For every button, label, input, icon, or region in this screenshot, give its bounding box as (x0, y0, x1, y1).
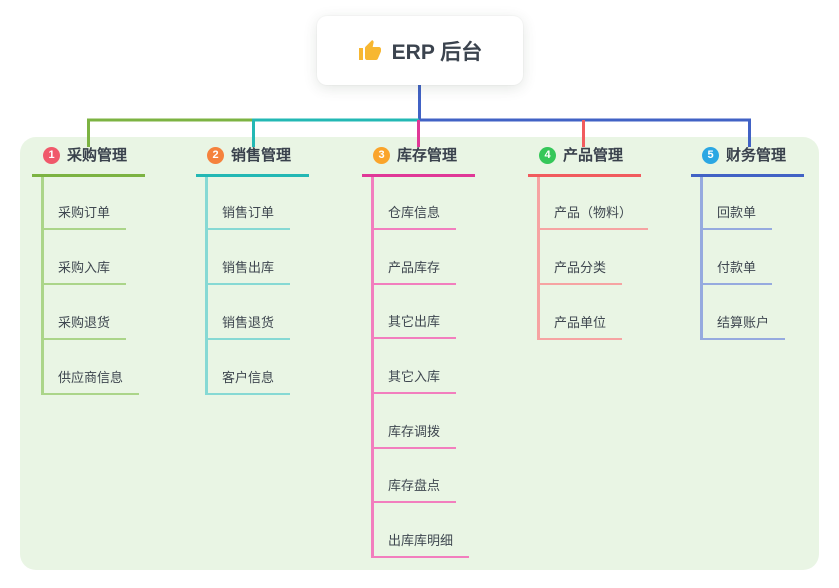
branch-label: 库存管理 (397, 147, 458, 164)
child-label: 结算账户 (717, 315, 770, 330)
child-node[interactable]: 产品库存 (371, 253, 457, 285)
branch-node[interactable]: 5 财务管理 (691, 147, 804, 177)
branches-panel (20, 137, 819, 570)
child-node[interactable]: 销售退货 (205, 308, 291, 340)
child-label: 出库库明细 (388, 533, 454, 548)
thumbs-up-icon (358, 39, 381, 60)
child-label: 供应商信息 (58, 370, 124, 385)
branch-node[interactable]: 2 销售管理 (196, 147, 309, 177)
child-node[interactable]: 销售出库 (205, 253, 291, 285)
child-node[interactable]: 库存盘点 (371, 471, 457, 503)
child-label: 产品（物料） (554, 205, 633, 220)
child-node[interactable]: 采购退货 (41, 308, 127, 340)
child-node[interactable]: 其它入库 (371, 362, 457, 394)
branch-label: 产品管理 (563, 147, 624, 164)
child-label: 产品分类 (554, 260, 607, 275)
child-label: 库存盘点 (388, 478, 441, 493)
child-label: 销售退货 (222, 315, 275, 330)
child-node[interactable]: 付款单 (700, 253, 773, 285)
child-node[interactable]: 回款单 (700, 198, 773, 230)
child-node[interactable]: 销售订单 (205, 198, 291, 230)
child-label: 产品单位 (554, 315, 607, 330)
branch-trunk-line (371, 177, 374, 558)
child-label: 库存调拨 (388, 424, 441, 439)
child-label: 采购入库 (58, 260, 111, 275)
child-label: 付款单 (717, 260, 757, 275)
branch-number-badge: 2 (207, 147, 224, 164)
child-node[interactable]: 客户信息 (205, 363, 291, 395)
branch-trunk-line (700, 177, 703, 340)
child-node[interactable]: 其它出库 (371, 307, 457, 339)
child-label: 采购订单 (58, 205, 111, 220)
branch-node[interactable]: 4 产品管理 (528, 147, 641, 177)
child-label: 仓库信息 (388, 205, 441, 220)
child-node[interactable]: 产品分类 (537, 253, 623, 285)
branch-trunk-line (205, 177, 208, 395)
child-label: 回款单 (717, 205, 757, 220)
child-node[interactable]: 结算账户 (700, 308, 786, 340)
child-label: 采购退货 (58, 315, 111, 330)
branch-trunk-line (41, 177, 44, 395)
branch-trunk-line (537, 177, 540, 340)
child-node[interactable]: 产品（物料） (537, 198, 649, 230)
child-node[interactable]: 出库库明细 (371, 526, 470, 558)
child-label: 其它出库 (388, 314, 441, 329)
branch-label: 采购管理 (67, 147, 128, 164)
child-node[interactable]: 产品单位 (537, 308, 623, 340)
branch-label: 财务管理 (726, 147, 787, 164)
child-node[interactable]: 仓库信息 (371, 198, 457, 230)
root-node[interactable]: ERP 后台 (317, 16, 523, 85)
branch-node[interactable]: 3 库存管理 (362, 147, 475, 177)
child-node[interactable]: 供应商信息 (41, 363, 140, 395)
branch-number-badge: 1 (43, 147, 60, 164)
branch-label: 销售管理 (231, 147, 292, 164)
child-node[interactable]: 库存调拨 (371, 417, 457, 449)
child-label: 其它入库 (388, 369, 441, 384)
child-label: 销售出库 (222, 260, 275, 275)
child-node[interactable]: 采购订单 (41, 198, 127, 230)
branch-number-badge: 3 (373, 147, 390, 164)
branch-number-badge: 4 (539, 147, 556, 164)
branch-number-badge: 5 (702, 147, 719, 164)
child-label: 产品库存 (388, 260, 441, 275)
child-label: 销售订单 (222, 205, 275, 220)
child-node[interactable]: 采购入库 (41, 253, 127, 285)
child-label: 客户信息 (222, 370, 275, 385)
root-label: ERP 后台 (391, 40, 483, 64)
branch-node[interactable]: 1 采购管理 (32, 147, 145, 177)
